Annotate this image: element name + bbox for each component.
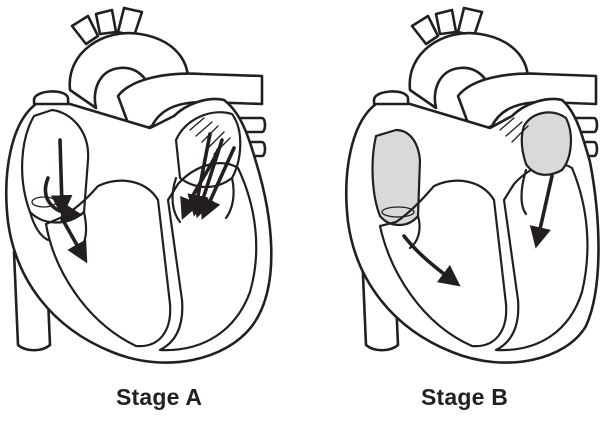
stage-a-label: Stage A bbox=[116, 384, 202, 411]
heart-stage-a bbox=[0, 0, 300, 380]
heart-stage-b bbox=[300, 0, 600, 380]
left-atrium bbox=[522, 112, 571, 174]
stage-b-label: Stage B bbox=[421, 384, 508, 411]
